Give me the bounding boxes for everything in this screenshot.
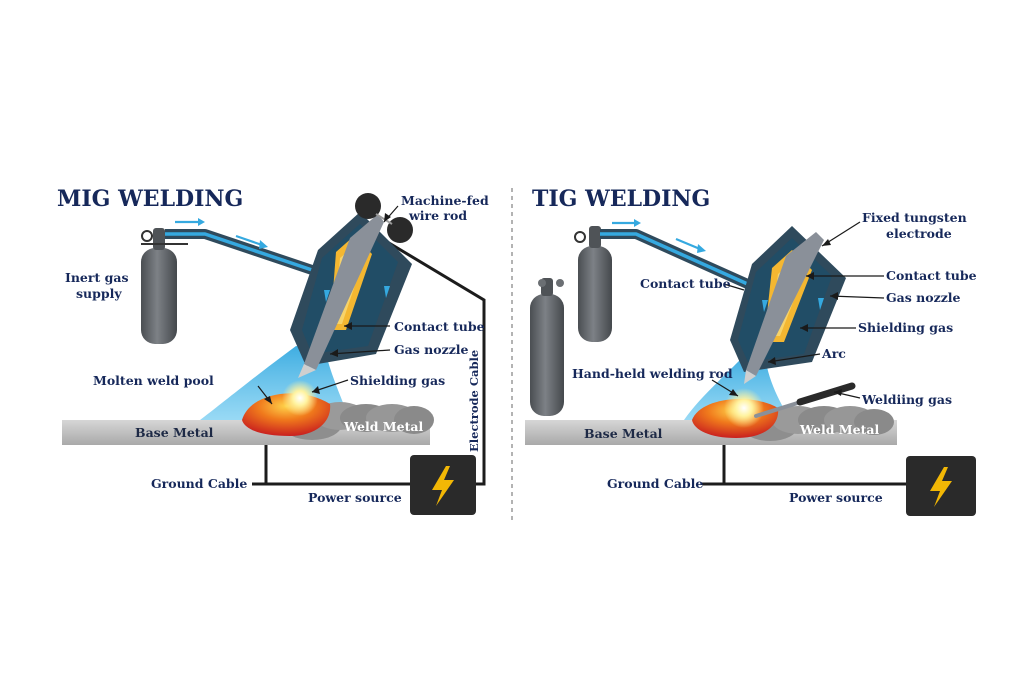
- tig-label-welding-rod: Hand-held welding rod: [572, 366, 733, 381]
- mig-label-shielding-gas: Shielding gas: [350, 373, 445, 388]
- tig-label-ground-cable: Ground Cable: [607, 476, 703, 491]
- mig-title: MIG WELDING: [57, 186, 243, 212]
- tig-leader-nozzle: [829, 295, 885, 299]
- tig-label-base-metal: Base Metal: [584, 426, 663, 441]
- mig-label-gas-supply-1: Inert gas: [65, 270, 128, 285]
- tig-title: TIG WELDING: [532, 186, 710, 212]
- tig-label-tungsten-1: Fixed tungsten: [862, 210, 967, 225]
- mig-wire-feed-rollers: [355, 193, 413, 243]
- mig-label-contact-tube: Contact tube: [394, 319, 485, 334]
- mig-lightning-bolt-icon: [432, 466, 454, 506]
- tig-label-gas-nozzle: Gas nozzle: [886, 290, 961, 305]
- tig-leader-arc: [767, 353, 821, 363]
- tig-gas-cylinder-2-icon: [574, 226, 612, 342]
- tig-label-contact-tube-left: Contact tube: [640, 276, 731, 291]
- tig-ground-cable: [722, 444, 906, 486]
- tig-torch: [730, 226, 846, 384]
- mig-label-gas-nozzle: Gas nozzle: [394, 342, 469, 357]
- mig-label-weld-metal: Weld Metal: [343, 419, 423, 434]
- tig-label-shielding-gas: Shielding gas: [858, 320, 953, 335]
- tig-section: TIG WELDING: [525, 186, 977, 516]
- tig-label-contact-tube: Contact tube: [886, 268, 977, 283]
- mig-torch: [290, 212, 412, 378]
- mig-power-source: [410, 455, 476, 515]
- tig-label-welding-gas: Weldiing gas: [861, 392, 952, 407]
- mig-label-electrode-cable: Electrode Cable: [467, 350, 481, 452]
- mig-flow-arrow-2: [235, 234, 263, 247]
- mig-gas-cylinder-icon: [141, 228, 188, 344]
- tig-label-weld-metal: Weld Metal: [799, 422, 879, 437]
- mig-label-power-source: Power source: [308, 490, 402, 505]
- mig-label-ground-cable: Ground Cable: [151, 476, 247, 491]
- tig-leader-contact-left: [723, 283, 745, 291]
- tig-lightning-bolt-icon: [930, 467, 952, 507]
- mig-label-wire-rod-1: Machine-fed: [401, 193, 489, 208]
- mig-gas-hose: [165, 229, 320, 277]
- mig-label-wire-rod-2: wire rod: [408, 208, 467, 223]
- mig-leader-nozzle: [329, 349, 391, 355]
- mig-label-gas-supply-2: supply: [76, 286, 122, 301]
- tig-label-power-source: Power source: [789, 490, 883, 505]
- tig-label-arc: Arc: [821, 346, 846, 361]
- tig-flow-arrow-2: [675, 237, 701, 251]
- mig-electrode-cable: [383, 238, 486, 486]
- tig-label-tungsten-2: electrode: [886, 226, 952, 241]
- tig-power-source: [906, 456, 976, 516]
- mig-label-base-metal: Base Metal: [135, 425, 214, 440]
- mig-ground-cable: [264, 440, 412, 486]
- tig-gas-cylinder-icon: [530, 278, 564, 416]
- mig-label-weld-pool: Molten weld pool: [93, 373, 214, 388]
- mig-section: MIG WELDING: [57, 186, 489, 515]
